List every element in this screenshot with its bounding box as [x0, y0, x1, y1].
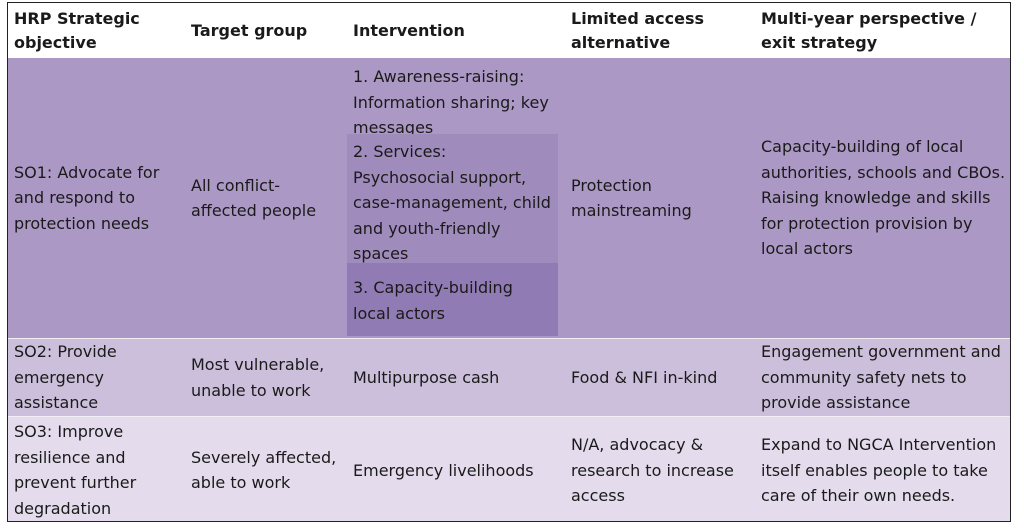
row-objective: SO2: Provide emergency assistance	[8, 338, 185, 417]
strategy-table-frame: HRP Strategic objective Target group Int…	[7, 2, 1011, 522]
header-intervention: Intervention	[353, 20, 465, 40]
table-header-row: HRP Strategic objective Target group Int…	[8, 3, 1010, 58]
row-exit-strategy: Expand to NGCA Intervention itself enabl…	[761, 435, 997, 505]
table-row: SO3: Improve resilience and prevent furt…	[8, 416, 1010, 521]
header-limited-access-alternative: Limited access alternative	[571, 8, 705, 52]
header-objective: HRP Strategic objective	[14, 8, 140, 52]
intervention-item: 1. Awareness-raising: Information sharin…	[347, 58, 558, 137]
row-alternative: Food & NFI in-kind	[565, 338, 755, 417]
header-target-group: Target group	[191, 20, 308, 40]
table-row: SO2: Provide emergency assistance Most v…	[8, 338, 1010, 417]
intervention-item: 2. Services: Psychosocial support, case-…	[347, 134, 558, 263]
row-target-group: All conflict-affected people	[185, 58, 347, 339]
row-intervention: Multipurpose cash	[347, 338, 565, 417]
row-alternative: Protection mainstreaming	[565, 58, 755, 339]
row-interventions: 1. Awareness-raising: Information sharin…	[347, 58, 565, 339]
row-objective: SO1: Advocate for and respond to protect…	[8, 58, 185, 339]
intervention-item: 3. Capacity-building local actors	[347, 263, 558, 336]
row-exit-strategy: Capacity-building of local authorities, …	[755, 58, 1010, 339]
row-objective: SO3: Improve resilience and prevent furt…	[14, 422, 137, 518]
row-alternative: N/A, advocacy & research to increase acc…	[571, 435, 734, 505]
row-exit-strategy: Engagement government and community safe…	[755, 338, 1010, 417]
row-target-group: Severely affected, able to work	[191, 447, 337, 493]
table-row: SO1: Advocate for and respond to protect…	[8, 58, 1010, 339]
intervention-list: 1. Awareness-raising: Information sharin…	[347, 58, 558, 338]
strategy-table: HRP Strategic objective Target group Int…	[8, 3, 1010, 521]
row-target-group: Most vulnerable, unable to work	[185, 338, 347, 417]
header-exit-strategy: Multi-year perspective / exit strategy	[761, 8, 977, 52]
row-intervention: Emergency livelihoods	[353, 460, 534, 480]
